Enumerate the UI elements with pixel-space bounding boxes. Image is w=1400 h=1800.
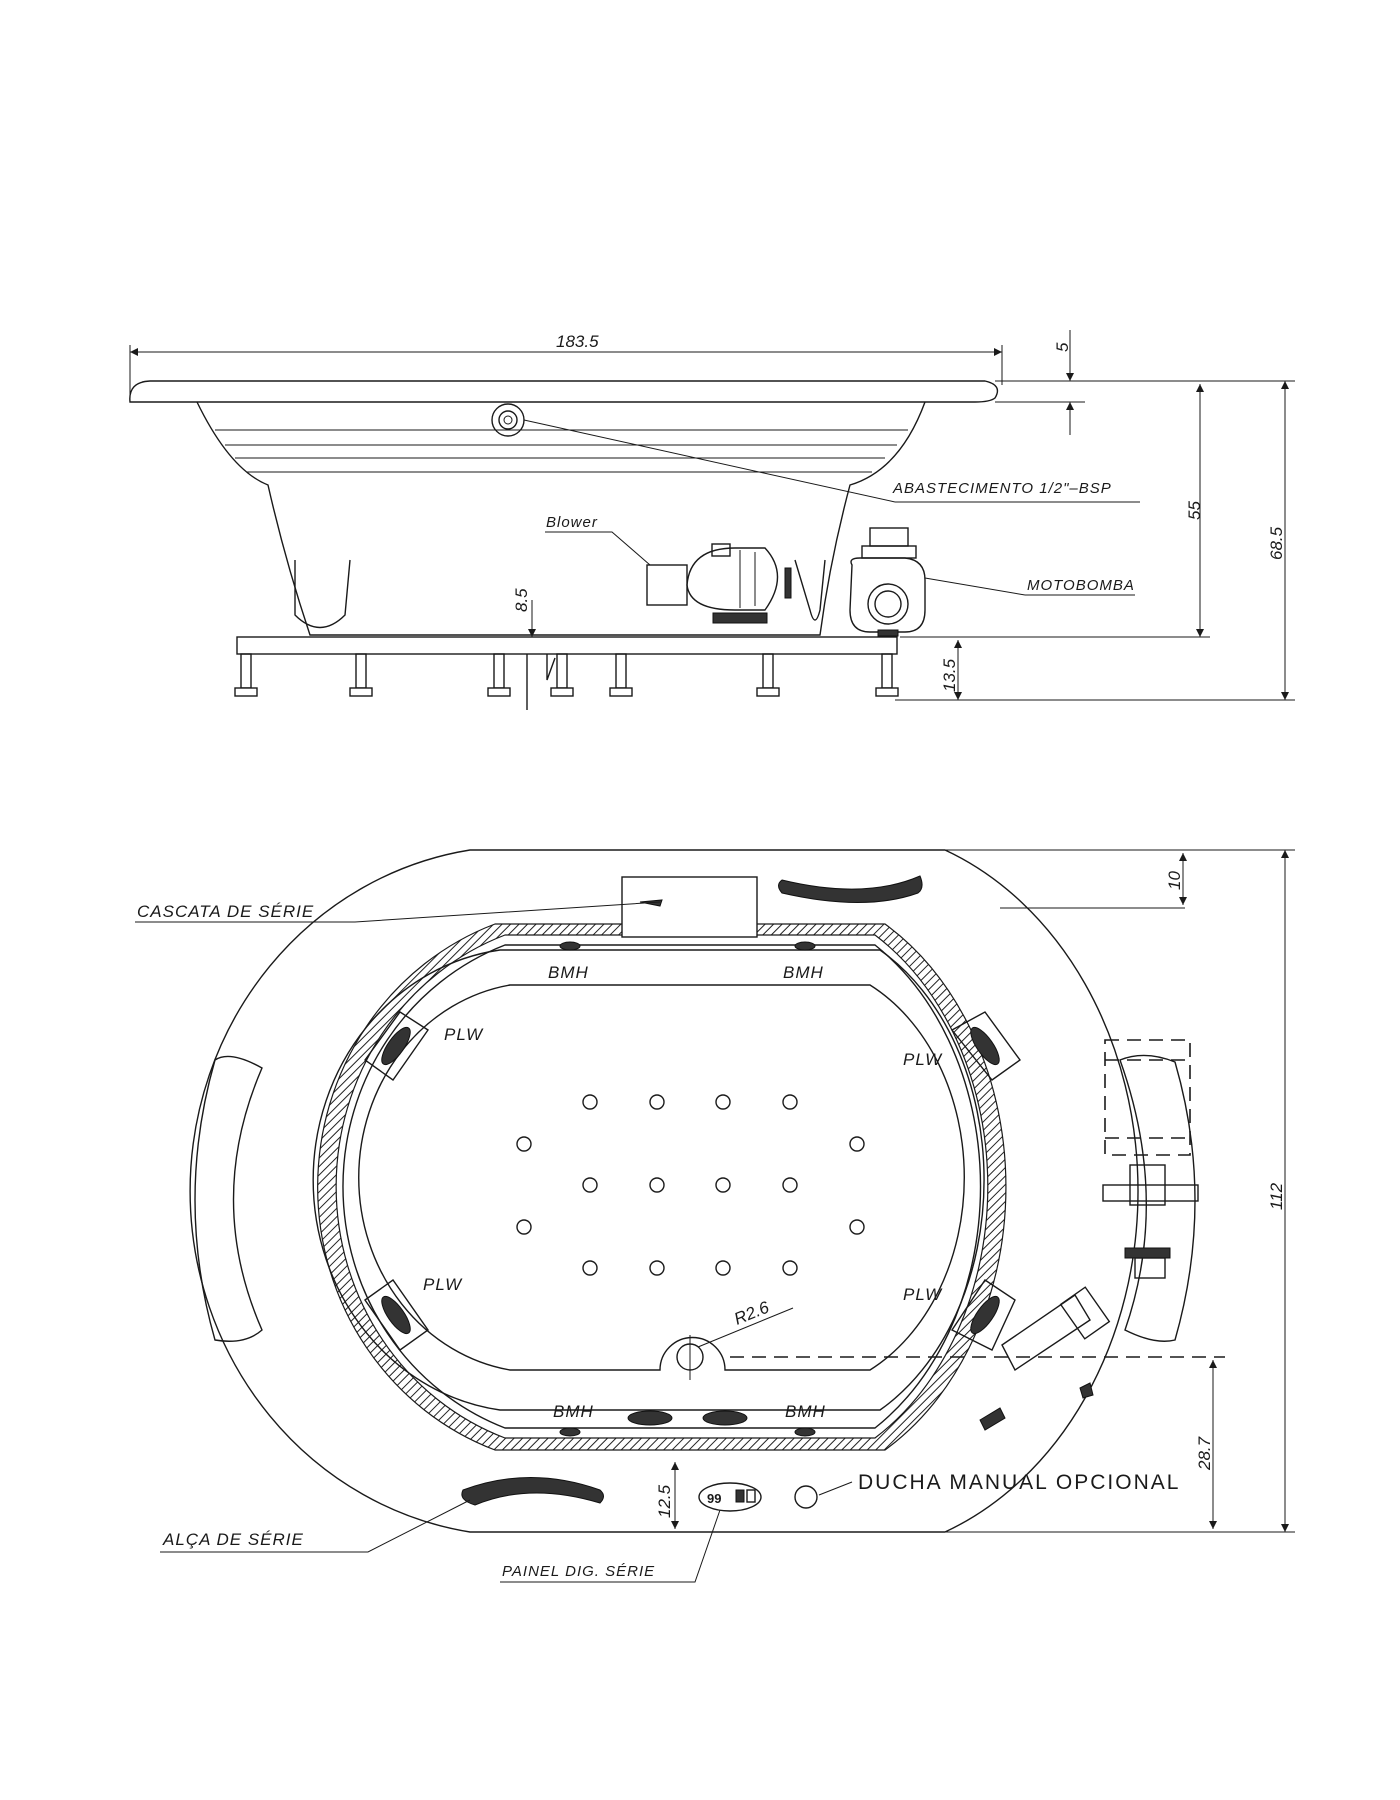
handle-leader bbox=[160, 1499, 471, 1553]
headrest-right bbox=[1119, 1054, 1196, 1342]
panel-leader bbox=[500, 1509, 721, 1583]
dim-base-height: 13.5 bbox=[895, 640, 1295, 701]
handle-top-icon bbox=[778, 875, 923, 903]
bmh-jets bbox=[559, 941, 816, 1437]
floor-air-jets bbox=[516, 1094, 865, 1276]
base-rail bbox=[236, 636, 898, 655]
plw-label: PLW bbox=[903, 1050, 943, 1069]
blower-leader bbox=[545, 531, 651, 566]
plw-jet-icon bbox=[950, 1279, 1016, 1351]
support-legs bbox=[234, 653, 899, 697]
tub-outline bbox=[189, 849, 1139, 1533]
dim-width-label: 112 bbox=[1267, 1182, 1286, 1210]
blower-label: Blower bbox=[546, 514, 598, 531]
dim-floor: 8.5 bbox=[512, 588, 536, 637]
tub-body bbox=[196, 401, 926, 636]
faucet-icon bbox=[1102, 1039, 1199, 1279]
shower-label: DUCHA MANUAL OPCIONAL bbox=[858, 1471, 1180, 1494]
supply-label: ABASTECIMENTO 1/2"–BSP bbox=[892, 480, 1112, 497]
tub-inner-edge bbox=[342, 944, 982, 1429]
dim-rim: 5 bbox=[995, 330, 1085, 435]
tub-seat-step bbox=[312, 949, 985, 1411]
headrest-left bbox=[194, 1055, 263, 1342]
foot-right bbox=[794, 559, 826, 621]
plw-jet-icon bbox=[364, 1011, 429, 1081]
dim-offset-label: 28.7 bbox=[1195, 1436, 1214, 1471]
pump-leader bbox=[924, 577, 1026, 596]
dim-length-label: 183.5 bbox=[556, 332, 599, 351]
cascade-label: CASCATA DE SÉRIE bbox=[137, 902, 314, 921]
svg-text:99: 99 bbox=[707, 1491, 721, 1506]
digital-panel-icon: 99 bbox=[698, 1482, 762, 1512]
dim-floor-label: 8.5 bbox=[512, 588, 531, 612]
drain-icon bbox=[676, 1335, 704, 1380]
cascade-leader bbox=[135, 901, 661, 923]
tub-basin bbox=[358, 984, 965, 1371]
hand-shower-icon bbox=[979, 1286, 1111, 1431]
dim-body-height-label: 55 bbox=[1185, 501, 1204, 520]
plw-jet-icon bbox=[950, 1011, 1021, 1081]
panel-label: PAINEL DIG. SÉRIE bbox=[502, 1563, 655, 1580]
tub-rim bbox=[129, 380, 999, 403]
plw-label: PLW bbox=[423, 1275, 463, 1294]
handle-label: ALÇA DE SÉRIE bbox=[162, 1530, 304, 1549]
dim-base-height-label: 13.5 bbox=[940, 658, 959, 692]
handle-bottom-icon bbox=[461, 1477, 604, 1506]
pump-label: MOTOBOMBA bbox=[1027, 577, 1135, 594]
optional-shower-icon bbox=[794, 1485, 818, 1509]
dim-total-height-label: 68.5 bbox=[1267, 526, 1286, 560]
bmh-label: BMH bbox=[548, 963, 589, 982]
cascade-box bbox=[621, 876, 758, 938]
tub-body-lines bbox=[215, 429, 908, 473]
supply-fitting-icon bbox=[491, 403, 525, 437]
dim-total-height: 68.5 bbox=[995, 380, 1295, 700]
motor-pump-icon bbox=[849, 527, 926, 637]
radius-label: R2.6 bbox=[731, 1297, 772, 1328]
side-view: ABASTECIMENTO 1/2"–BSP Blower MOTOBOMBA bbox=[129, 330, 1295, 710]
foot-left bbox=[294, 559, 351, 629]
dim-edge-label: 10 bbox=[1165, 871, 1184, 890]
radius-leader bbox=[697, 1307, 794, 1348]
shower-leader bbox=[818, 1481, 853, 1496]
bmh-label: BMH bbox=[785, 1402, 826, 1421]
plw-label: PLW bbox=[903, 1285, 943, 1304]
supply-leader bbox=[523, 419, 896, 503]
dim-width: 112 bbox=[945, 850, 1295, 1533]
bmh-label: BMH bbox=[783, 963, 824, 982]
drain-pipe bbox=[526, 654, 556, 710]
plw-jet-icon bbox=[364, 1279, 429, 1351]
plw-label: PLW bbox=[444, 1025, 484, 1044]
dim-body-height: 55 bbox=[900, 384, 1210, 638]
bmh-label: BMH bbox=[553, 1402, 594, 1421]
top-view: 99 R2.6 10 112 28.7 bbox=[135, 849, 1295, 1583]
dim-length: 183.5 bbox=[129, 332, 1003, 395]
dim-front: 12.5 bbox=[655, 1462, 679, 1529]
dim-front-label: 12.5 bbox=[655, 1484, 674, 1518]
blower-icon bbox=[646, 543, 792, 624]
dim-offset: 28.7 bbox=[1195, 1360, 1217, 1529]
tub-channel bbox=[317, 923, 1007, 1451]
dim-edge: 10 bbox=[945, 849, 1295, 909]
dim-rim-label: 5 bbox=[1053, 342, 1072, 352]
